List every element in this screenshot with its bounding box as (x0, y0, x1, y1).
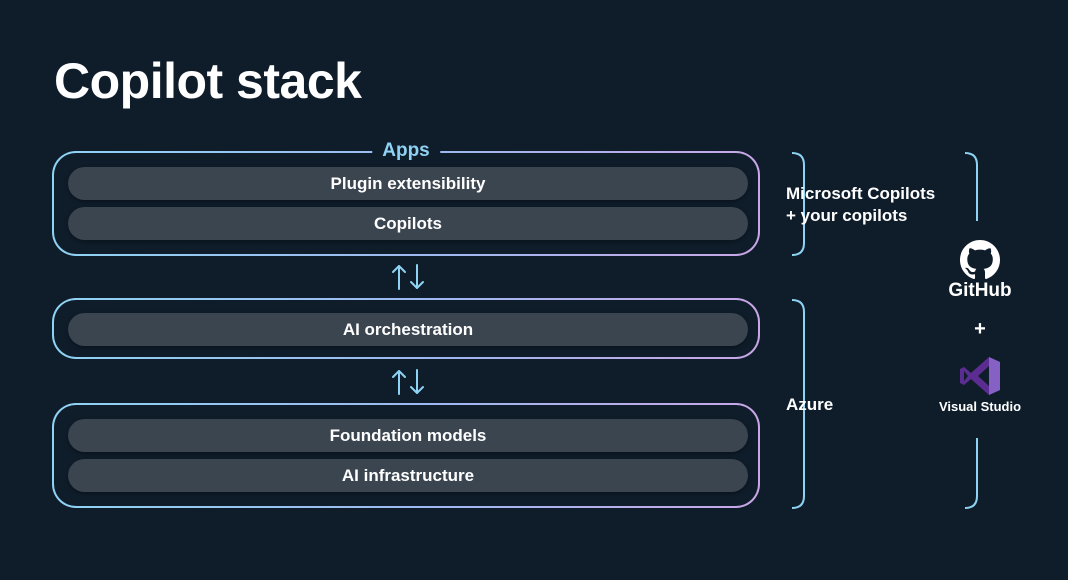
ai-orchestration-pill: AI orchestration (68, 313, 748, 346)
apps-bracket-icon (791, 152, 805, 256)
tools-bracket-bottom-icon (964, 438, 978, 509)
bidirectional-arrow-icon (388, 368, 428, 396)
github-logo: GitHub (938, 240, 1022, 302)
plus-sign: + (974, 318, 986, 340)
apps-label: Apps (372, 140, 440, 162)
copilots-pill: Copilots (68, 207, 748, 240)
orchestration-layer: AI orchestration (52, 298, 760, 359)
visual-studio-label: Visual Studio (938, 399, 1022, 414)
foundation-models-pill: Foundation models (68, 419, 748, 452)
visual-studio-icon (960, 357, 1000, 395)
copilots-caption-line2: + your copilots (786, 206, 908, 225)
slide-title: Copilot stack (54, 53, 362, 109)
azure-caption: Azure (786, 395, 834, 414)
azure-bracket-icon (791, 299, 805, 509)
visual-studio-logo: Visual Studio (938, 356, 1022, 414)
tools-bracket-top-icon (964, 152, 978, 221)
bidirectional-arrow-icon (388, 263, 428, 291)
apps-layer: Apps Plugin extensibility Copilots (52, 140, 760, 256)
github-icon (960, 240, 1000, 280)
github-label: GitHub (948, 280, 1012, 301)
copilots-caption-line1: Microsoft Copilots (786, 184, 936, 203)
copilots-caption: Microsoft Copilots + your copilots (786, 183, 935, 227)
foundation-layer: Foundation models AI infrastructure (52, 403, 760, 508)
ai-infrastructure-pill: AI infrastructure (68, 459, 748, 492)
plugin-extensibility-pill: Plugin extensibility (68, 167, 748, 200)
